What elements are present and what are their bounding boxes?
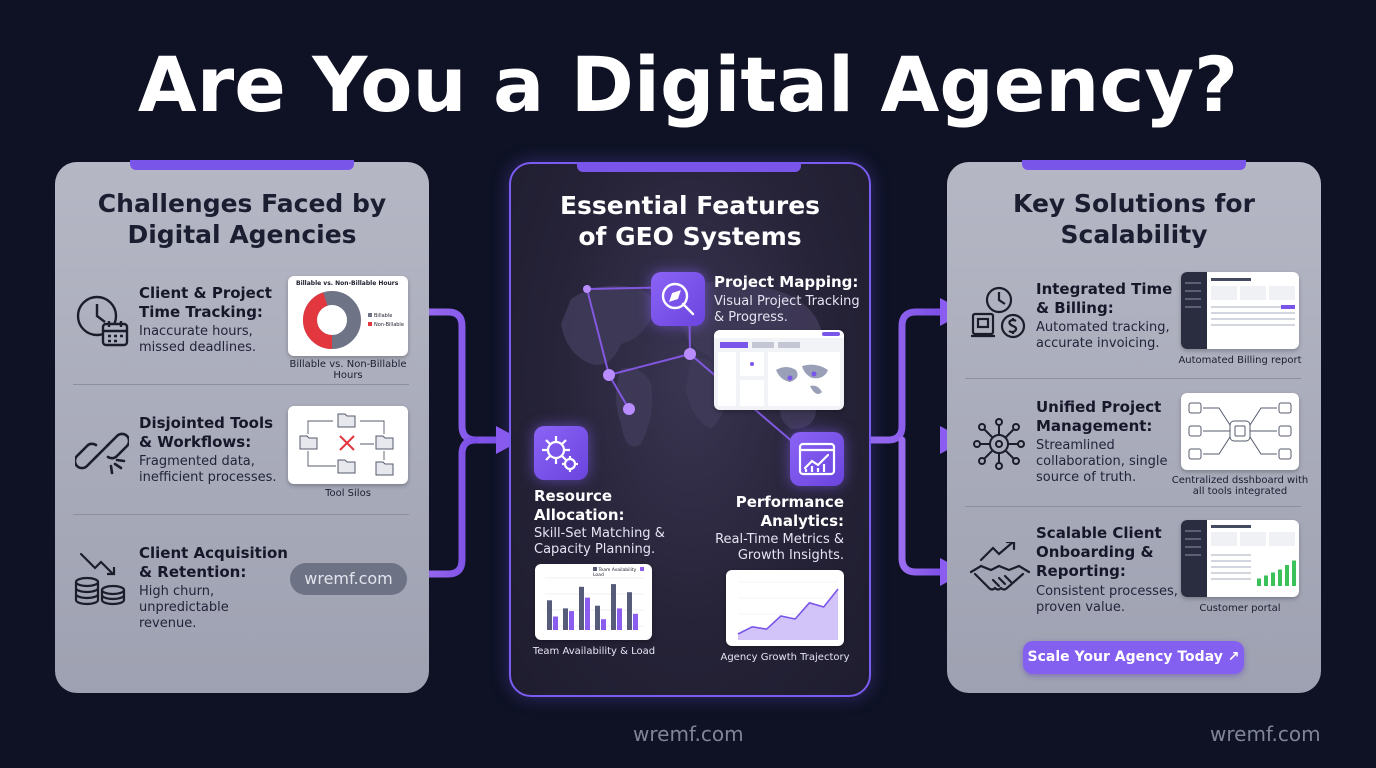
portal-green-bar — [1292, 560, 1296, 586]
feature-title: Resource Allocation: — [534, 487, 625, 524]
billing-report-card — [1181, 272, 1299, 349]
growth-area-chart — [737, 581, 839, 640]
availability-bar — [547, 600, 552, 630]
footer-watermark-center: wremf.com — [633, 722, 744, 746]
load-bar — [553, 616, 558, 630]
billable-caption: Billable vs. Non-Billable Hours — [289, 359, 407, 381]
divider — [73, 514, 409, 515]
legend-load: Load — [593, 573, 604, 578]
feature-desc: Skill-Set Matching & Capacity Planning. — [534, 526, 665, 557]
clock-calendar-icon — [76, 295, 129, 347]
challenge-desc: Fragmented data, inefficient processes. — [139, 454, 277, 485]
project-map-card — [714, 330, 844, 410]
growth-line — [737, 588, 839, 635]
solution-title: Unified Project Management: — [1036, 398, 1162, 435]
challenges-title: Challenges Faced by Digital Agencies — [97, 189, 387, 249]
footer-watermark-right: wremf.com — [1210, 722, 1321, 746]
dashboard-caption: Centralized dsshboard with all tools int… — [1171, 475, 1309, 497]
portal-caption: Customer portal — [1199, 603, 1281, 614]
legend-billable: Billable — [374, 313, 393, 319]
billable-hours-card: Billable vs. Non-Billable Hours Billable… — [288, 276, 408, 356]
tool-silos-diagram — [299, 413, 394, 476]
card-title: Billable vs. Non-Billable Hours — [296, 280, 399, 287]
clock-billing-icon — [971, 286, 1026, 339]
growth-chart-card — [726, 570, 844, 646]
availability-bar — [627, 592, 632, 630]
donut-billable-slice — [303, 291, 361, 349]
availability-bar — [563, 608, 568, 630]
growth-area — [738, 589, 838, 640]
solution-title: Integrated Time & Billing: — [1036, 280, 1173, 317]
challenge-title: Client Acquisition & Retention: — [139, 544, 288, 581]
tool-silos-caption: Tool Silos — [325, 488, 371, 499]
availability-bar — [611, 584, 616, 630]
compass-search-icon — [651, 272, 705, 326]
load-bar — [569, 611, 574, 630]
customer-portal-screen — [1181, 520, 1296, 597]
challenge-desc: High churn, unpredictable revenue. — [139, 584, 229, 631]
feature-title: Project Mapping: — [714, 273, 859, 291]
feature-desc: Real-Time Metrics & Growth Insights. — [715, 532, 844, 563]
load-bar — [633, 613, 638, 630]
panel-tab — [1022, 160, 1246, 170]
gears-icon — [534, 426, 588, 480]
analytics-chart-icon — [790, 432, 844, 486]
solutions-title: Key Solutions for Scalability — [1013, 189, 1255, 249]
main-title: Are You a Digital Agency? — [137, 40, 1239, 129]
portal-green-bar — [1257, 578, 1261, 586]
load-bar — [617, 608, 622, 630]
coins-down-icon — [74, 552, 126, 606]
load-bar — [585, 597, 590, 630]
portal-green-bar — [1264, 575, 1268, 586]
availability-bar — [595, 605, 600, 630]
solution-title: Scalable Client Onboarding & Reporting: — [1036, 524, 1162, 580]
features-title: Essential Features of GEO Systems — [559, 191, 821, 251]
billing-caption: Automated Billing report — [1178, 355, 1302, 366]
legend-non-billable: Non-Billable — [374, 322, 404, 328]
portal-green-bar — [1271, 572, 1275, 586]
features-panel: Essential Features of GEO Systems Projec… — [509, 162, 871, 697]
challenge-title: Disjointed Tools & Workflows: — [139, 414, 274, 451]
team-availability-card: Team Availability Load — [535, 564, 652, 640]
feature-desc: Visual Project Tracking & Progress. — [714, 294, 860, 325]
handshake-growth-icon — [969, 542, 1031, 591]
solutions-panel: Key Solutions for Scalability Integrated… — [947, 160, 1321, 693]
solution-desc: Automated tracking, accurate invoicing. — [1036, 320, 1170, 351]
scale-agency-button[interactable]: Scale Your Agency Today ↗ — [1023, 641, 1244, 674]
solution-desc: Streamlined collaboration, single source… — [1036, 438, 1168, 485]
load-bar — [601, 619, 606, 630]
team-availability-caption: Team Availability & Load — [532, 646, 656, 657]
billing-report-screen — [1181, 272, 1295, 349]
project-map-dashboard — [714, 330, 844, 406]
growth-caption: Agency Growth Trajectory — [720, 652, 850, 663]
divider — [965, 506, 1301, 507]
team-availability-bars — [545, 577, 645, 630]
broken-link-icon — [75, 432, 129, 475]
legend-team-availability: Team Availability — [598, 568, 637, 573]
customer-portal-card — [1181, 520, 1299, 597]
tool-silos-card — [288, 406, 408, 484]
solution-desc: Consistent processes, proven value. — [1036, 584, 1178, 615]
hub-network-icon — [973, 418, 1025, 470]
centralized-dashboard-card — [1181, 393, 1299, 470]
integration-diagram — [1188, 402, 1292, 460]
challenge-desc: Inaccurate hours, missed deadlines. — [139, 324, 257, 355]
feature-title: Performance Analytics: — [735, 493, 844, 530]
bar-legend: Team Availability Load — [593, 567, 652, 578]
panel-tab — [577, 162, 801, 172]
divider — [965, 378, 1301, 379]
challenge-title: Client & Project Time Tracking: — [139, 284, 272, 321]
divider — [73, 384, 409, 385]
panel-tab — [130, 160, 354, 170]
donut-legend: Billable Non-Billable — [368, 312, 404, 330]
portal-green-bar — [1278, 569, 1282, 586]
donut-chart — [303, 291, 361, 349]
availability-bar — [579, 586, 584, 630]
challenges-panel: Challenges Faced by Digital Agencies Cli… — [55, 160, 429, 693]
watermark-pill: wremf.com — [290, 563, 407, 595]
portal-green-bar — [1285, 565, 1289, 586]
